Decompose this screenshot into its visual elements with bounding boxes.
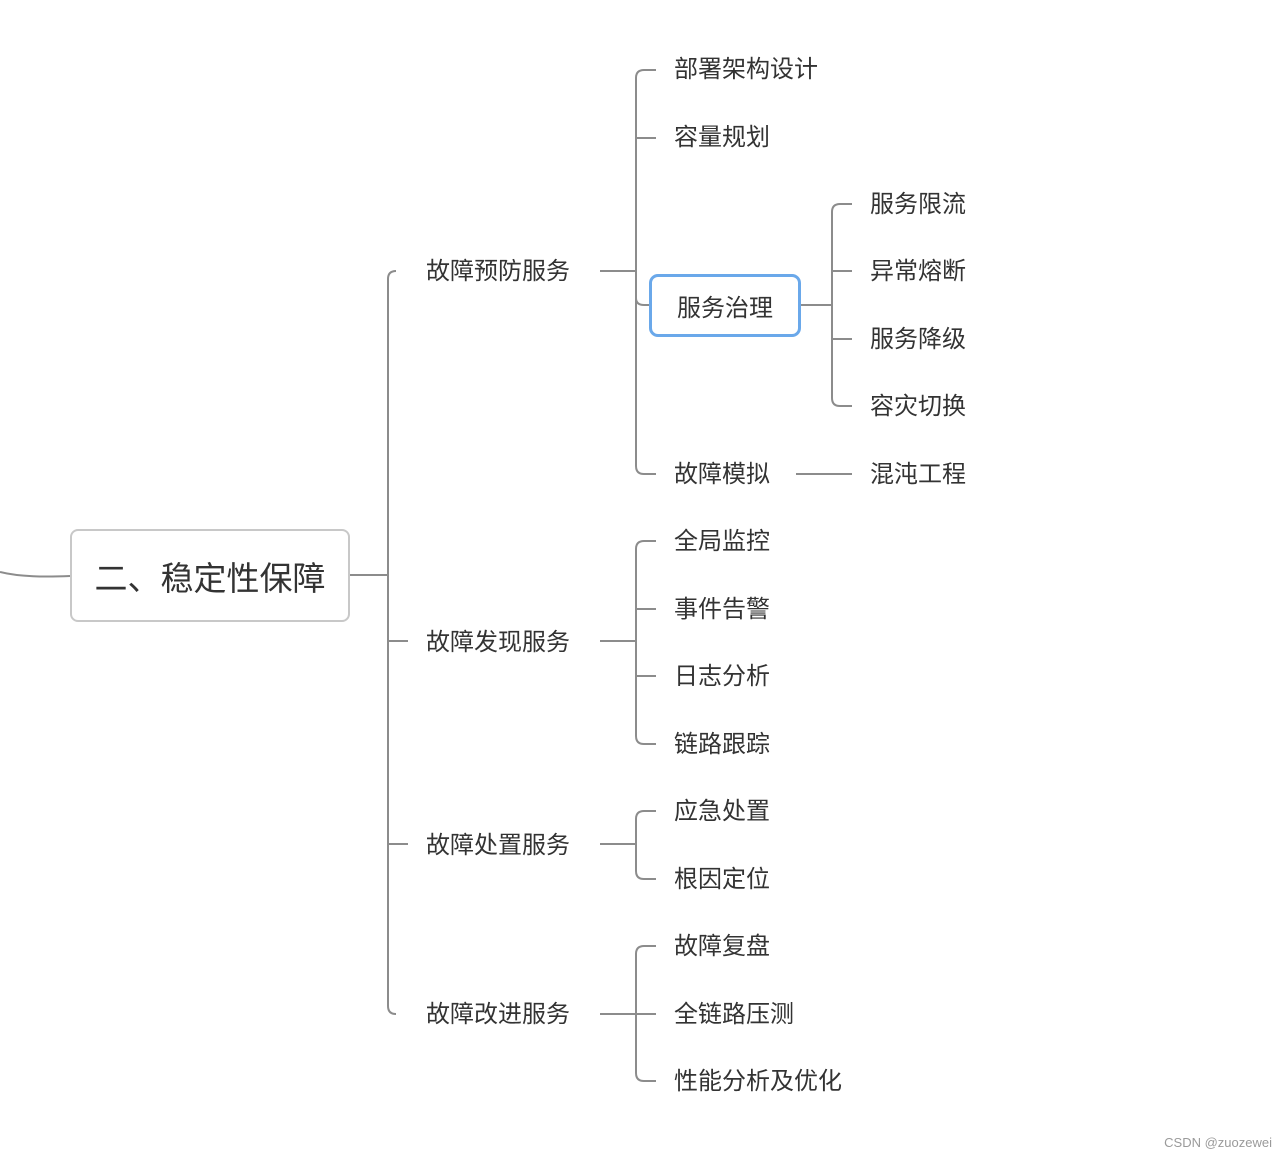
branch-fault-improvement[interactable]: 故障改进服务 [426,1000,570,1028]
branch-fault-handling[interactable]: 故障处置服务 [426,831,570,859]
node-fault-review[interactable]: 故障复盘 [674,932,770,960]
node-fault-simulation[interactable]: 故障模拟 [674,460,770,488]
connector-governance-spine [831,203,852,407]
node-rate-limiting[interactable]: 服务限流 [870,190,966,218]
node-global-monitoring[interactable]: 全局监控 [674,527,770,555]
node-service-governance-selected[interactable]: 服务治理 [649,274,801,337]
node-performance-analysis[interactable]: 性能分析及优化 [674,1067,842,1095]
connector-incoming [0,571,71,578]
watermark: CSDN @zuozewei [1164,1135,1272,1150]
branch-fault-prevention[interactable]: 故障预防服务 [426,257,570,285]
node-trace-tracking[interactable]: 链路跟踪 [674,730,770,758]
node-capacity-planning[interactable]: 容量规划 [674,123,770,151]
node-emergency-handling[interactable]: 应急处置 [674,797,770,825]
node-event-alerting[interactable]: 事件告警 [674,595,770,623]
node-service-degradation[interactable]: 服务降级 [870,325,966,353]
connector-level1-spine [387,270,397,1015]
connector-branch-3-spine [635,810,656,880]
connector-to-governance [635,297,649,306]
node-circuit-breaking[interactable]: 异常熔断 [870,257,966,285]
root-node[interactable]: 二、稳定性保障 [70,529,350,622]
node-chaos-engineering[interactable]: 混沌工程 [870,460,966,488]
connector-branch-2-spine [635,540,656,745]
connector-branch-1-spine [635,69,656,475]
node-deployment-architecture[interactable]: 部署架构设计 [674,55,818,83]
node-disaster-failover[interactable]: 容灾切换 [870,392,966,420]
node-log-analysis[interactable]: 日志分析 [674,662,770,690]
node-full-link-stress-test[interactable]: 全链路压测 [674,1000,794,1028]
node-root-cause-location[interactable]: 根因定位 [674,865,770,893]
branch-fault-discovery[interactable]: 故障发现服务 [426,628,570,656]
